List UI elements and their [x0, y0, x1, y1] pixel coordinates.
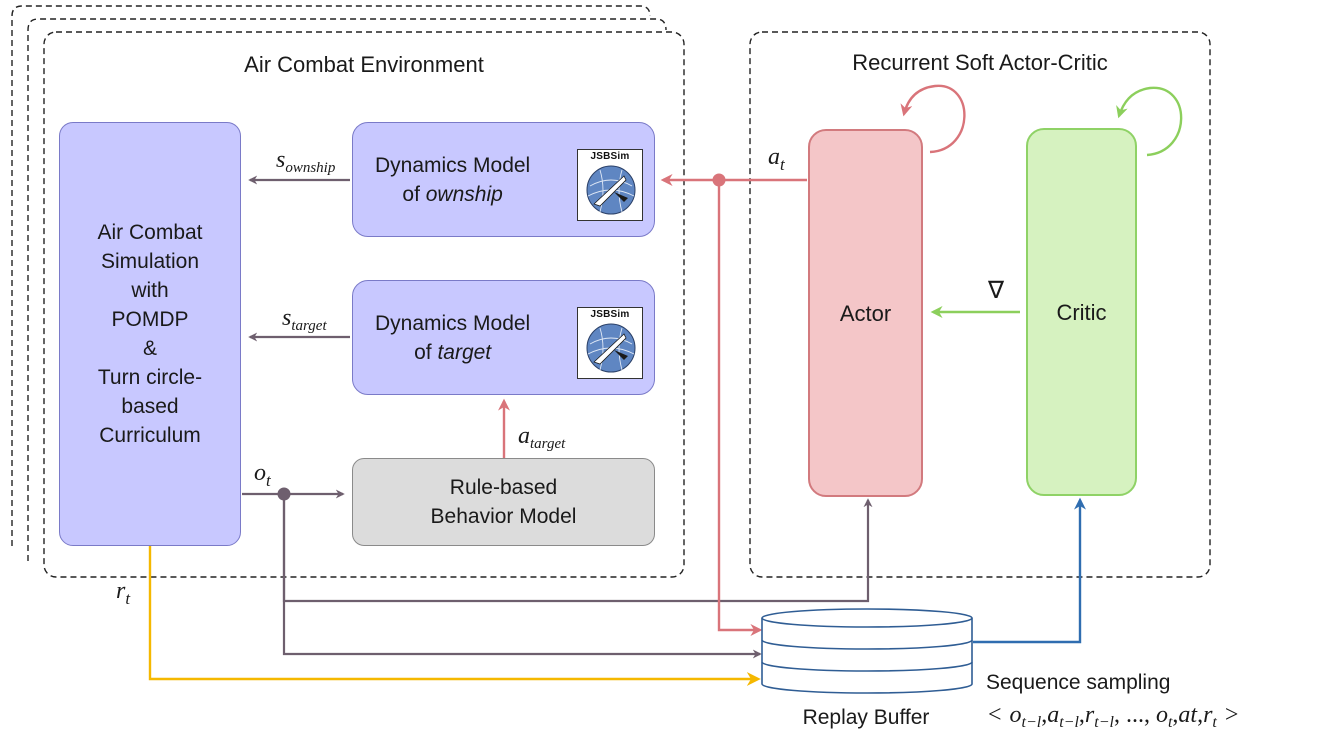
label-a-t: at	[768, 144, 786, 174]
seq-r: r	[1085, 702, 1095, 728]
seq-at: at	[1178, 702, 1198, 728]
env-frame-middle	[27, 18, 667, 561]
jsbsim-logo-ownship: JSBSim	[577, 149, 643, 221]
sequence-open: <	[988, 702, 1002, 728]
label-a-target: atarget	[518, 423, 566, 452]
label-r-t: rt	[116, 578, 131, 608]
simulation-line: Simulation	[100, 250, 200, 273]
environment-stack	[11, 5, 685, 578]
arrow-sequence-sampling	[973, 497, 1086, 644]
label-s-target: starget	[282, 305, 327, 334]
env-frame-back	[11, 5, 651, 546]
simulation-box-text: Air Combat Simulation with POMDP & Turn …	[97, 218, 202, 450]
ownship-model-line1: Dynamics Model	[375, 153, 531, 177]
actor-box: Actor	[808, 129, 923, 497]
critic-label: Critic	[1056, 299, 1107, 325]
air-combat-simulation-box: Air Combat Simulation with POMDP & Turn …	[59, 122, 241, 546]
target-model-line1: Dynamics Model	[375, 311, 531, 335]
simulation-line: based	[121, 395, 179, 418]
seq-o: o	[1010, 702, 1022, 728]
junction-a	[712, 173, 726, 187]
replay-buffer-icon	[761, 608, 973, 694]
sampled-sequence: <ot−l,at−l,rt−l, ..., ot,at,rt>	[988, 702, 1238, 731]
behavior-model-line1: Rule-based	[449, 476, 558, 499]
simulation-line: Curriculum	[99, 424, 201, 447]
seq-a: a	[1047, 702, 1059, 728]
arrow-reward	[148, 546, 761, 686]
seq-comma-1: ,	[1041, 702, 1047, 728]
environment-title: Air Combat Environment	[244, 52, 484, 77]
simulation-line: Air Combat	[97, 221, 203, 244]
env-frame-front	[43, 31, 685, 578]
seq-o-sub: t−l	[1022, 714, 1042, 731]
critic-recurrent-loop	[1116, 86, 1183, 157]
simulation-line: &	[142, 337, 157, 360]
seq-rt: r	[1203, 702, 1213, 728]
actor-label: Actor	[839, 300, 892, 326]
gradient-symbol: ∇	[987, 278, 1005, 304]
rule-based-behavior-model-box: Rule-based Behavior Model	[352, 458, 655, 546]
actor-recurrent-loop	[900, 84, 966, 154]
seq-ot-sub: t	[1168, 714, 1173, 731]
sequence-sampling-label: Sequence sampling	[986, 671, 1170, 694]
seq-comma-3: ,	[1172, 702, 1178, 728]
arrow-o-to-buffer	[282, 494, 762, 659]
critic-box: Critic	[1026, 128, 1137, 496]
arrow-a-to-buffer	[717, 180, 763, 636]
seq-rt-sub: t	[1212, 714, 1217, 731]
label-o-t: ot	[254, 460, 272, 490]
simulation-line: POMDP	[111, 308, 189, 331]
seq-r-sub: t−l	[1094, 714, 1114, 731]
target-model-text: Dynamics Model of target	[375, 309, 530, 367]
simulation-line: Turn circle-	[97, 366, 203, 389]
replay-buffer-label: Replay Buffer	[803, 706, 930, 729]
behavior-model-text: Rule-based Behavior Model	[431, 473, 577, 531]
behavior-model-line2: Behavior Model	[430, 505, 577, 528]
seq-ot: o	[1156, 702, 1168, 728]
ownship-model-line2: of ownship	[402, 182, 503, 206]
seq-a-sub: t−l	[1059, 714, 1079, 731]
seq-comma-4: ,	[1197, 702, 1203, 728]
jsbsim-logo-target: JSBSim	[577, 307, 643, 379]
target-model-line2: of target	[414, 340, 492, 364]
ownship-model-text: Dynamics Model of ownship	[375, 151, 530, 209]
agent-title: Recurrent Soft Actor-Critic	[852, 50, 1108, 75]
label-s-ownship: sownship	[276, 147, 336, 176]
seq-ellipsis: , ...,	[1114, 702, 1156, 728]
seq-comma-2: ,	[1079, 702, 1085, 728]
sequence-close: >	[1225, 702, 1239, 728]
simulation-line: with	[131, 279, 169, 302]
agent-frame	[749, 31, 1211, 578]
junction-o	[277, 487, 291, 501]
